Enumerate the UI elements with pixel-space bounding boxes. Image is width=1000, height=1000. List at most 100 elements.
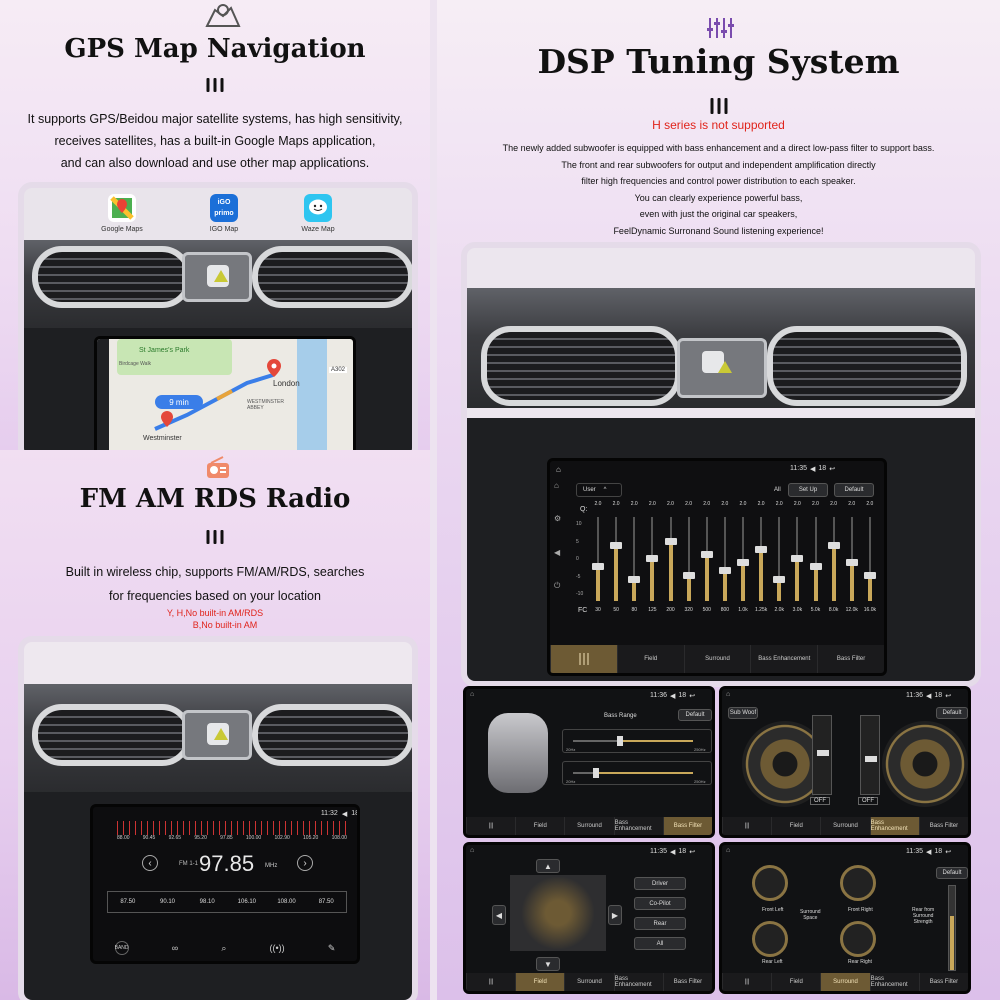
eq-tab[interactable] — [550, 645, 617, 673]
tab-bass-enhancement[interactable]: Bass Enhancement — [869, 973, 919, 991]
tab-field[interactable]: Field — [515, 973, 565, 991]
slider-knob[interactable] — [737, 559, 749, 566]
edit-icon[interactable]: ✎ — [327, 942, 336, 953]
preset-6[interactable]: 87.50 — [318, 899, 334, 905]
slider-knob[interactable] — [592, 563, 604, 571]
slider-knob[interactable] — [827, 542, 840, 550]
co-pilot-button[interactable]: Co-Pilot — [634, 897, 686, 910]
tab-surround[interactable]: Surround — [564, 973, 613, 991]
prev-station-button[interactable]: ‹ — [142, 855, 158, 871]
front-right-knob[interactable] — [840, 865, 876, 901]
tab-bass-enhancement[interactable]: Bass Enhancement — [869, 817, 919, 835]
slider-knob[interactable] — [664, 538, 677, 545]
default-button[interactable]: Default — [834, 483, 874, 497]
home-icon[interactable]: ⌂ — [726, 847, 731, 854]
strength-slider[interactable] — [948, 885, 956, 971]
eq-tab[interactable]: ||| — [466, 817, 515, 835]
tab-bass-filter[interactable]: Bass Filter — [817, 645, 884, 673]
preset-2[interactable]: 90.10 — [160, 899, 176, 905]
left-off-toggle[interactable]: OFF — [810, 797, 830, 805]
tab-surround[interactable]: Surround — [820, 973, 870, 991]
google-maps-icon[interactable] — [108, 194, 136, 222]
tab-surround[interactable]: Surround — [820, 817, 869, 835]
volume-icon[interactable]: ◀ — [554, 547, 561, 557]
tab-field[interactable]: Field — [616, 645, 684, 673]
tab-bass-filter[interactable]: Bass Filter — [662, 973, 712, 991]
home-icon[interactable]: ⌂ — [470, 691, 475, 698]
next-station-button[interactable]: › — [297, 855, 313, 871]
front-left-knob[interactable] — [752, 865, 788, 901]
rds-icon[interactable]: ((•)) — [269, 943, 285, 953]
home-icon[interactable]: ⌂ — [470, 847, 475, 854]
preset-1[interactable]: 87.50 — [120, 899, 136, 905]
nav-icon[interactable]: ⌂ — [554, 481, 559, 490]
range-slider-2[interactable] — [562, 761, 712, 785]
tab-bass-filter[interactable]: Bass Filter — [662, 817, 712, 835]
tab-bass-enhancement[interactable]: Bass Enhancement — [613, 817, 663, 835]
slider-knob[interactable] — [646, 554, 659, 562]
left-subwoof-slider[interactable] — [812, 715, 832, 795]
back-icon[interactable]: ↩ — [829, 466, 836, 473]
all-button[interactable]: All — [634, 937, 686, 950]
right-off-toggle[interactable]: OFF — [858, 797, 878, 805]
field-area[interactable] — [510, 875, 606, 951]
slider-knob[interactable] — [700, 550, 713, 558]
tab-field[interactable]: Field — [771, 973, 820, 991]
driver-button[interactable]: Driver — [634, 877, 686, 890]
slider-knob[interactable] — [791, 554, 804, 562]
slider-knob[interactable] — [863, 571, 876, 579]
sub-woof-button[interactable]: Sub Woof — [728, 707, 758, 719]
down-arrow-button[interactable]: ▼ — [536, 957, 560, 971]
tab-bass-enhancement[interactable]: Bass Enhancement — [750, 645, 817, 673]
power-icon[interactable]: ⏻ — [554, 580, 561, 590]
right-arrow-button[interactable]: ▶ — [608, 905, 622, 925]
eq-tab[interactable]: ||| — [722, 973, 771, 991]
stereo-icon[interactable]: ∞ — [171, 943, 179, 953]
eq-tab[interactable]: ||| — [722, 817, 771, 835]
slider-knob[interactable] — [628, 575, 641, 583]
preset-3[interactable]: 98.10 — [199, 899, 215, 905]
range-slider-1[interactable] — [562, 729, 712, 753]
setup-button[interactable]: Set Up — [788, 483, 828, 497]
home-icon[interactable]: ⌂ — [556, 465, 561, 474]
rear-left-knob[interactable] — [752, 921, 788, 957]
tab-bass-filter[interactable]: Bass Filter — [918, 817, 968, 835]
tab-bass-enhancement[interactable]: Bass Enhancement — [613, 973, 663, 991]
tab-field[interactable]: Field — [515, 817, 564, 835]
slider-knob[interactable] — [718, 567, 731, 575]
default-button[interactable]: Default — [678, 709, 712, 721]
preset-select[interactable]: User^ — [576, 483, 622, 497]
tab-surround[interactable]: Surround — [683, 645, 751, 673]
settings-icon[interactable]: ⚙ — [554, 514, 562, 524]
tuning-scale[interactable] — [117, 821, 347, 835]
tab-surround[interactable]: Surround — [564, 817, 613, 835]
right-subwoof-slider[interactable] — [860, 715, 880, 795]
preset-5[interactable]: 108.00 — [277, 899, 296, 905]
rear-button[interactable]: Rear — [634, 917, 686, 930]
preset-4[interactable]: 106.10 — [237, 899, 257, 905]
slider-knob[interactable] — [809, 563, 822, 571]
home-icon[interactable]: ⌂ — [726, 691, 731, 698]
eq-tab[interactable]: ||| — [466, 973, 515, 991]
default-button[interactable]: Default — [936, 867, 968, 879]
up-arrow-button[interactable]: ▲ — [536, 859, 560, 873]
slider-knob[interactable] — [773, 575, 786, 583]
slider-knob[interactable] — [610, 542, 623, 550]
route-time-badge[interactable]: 9 min — [155, 395, 203, 409]
band-button[interactable]: BAND — [114, 941, 129, 955]
